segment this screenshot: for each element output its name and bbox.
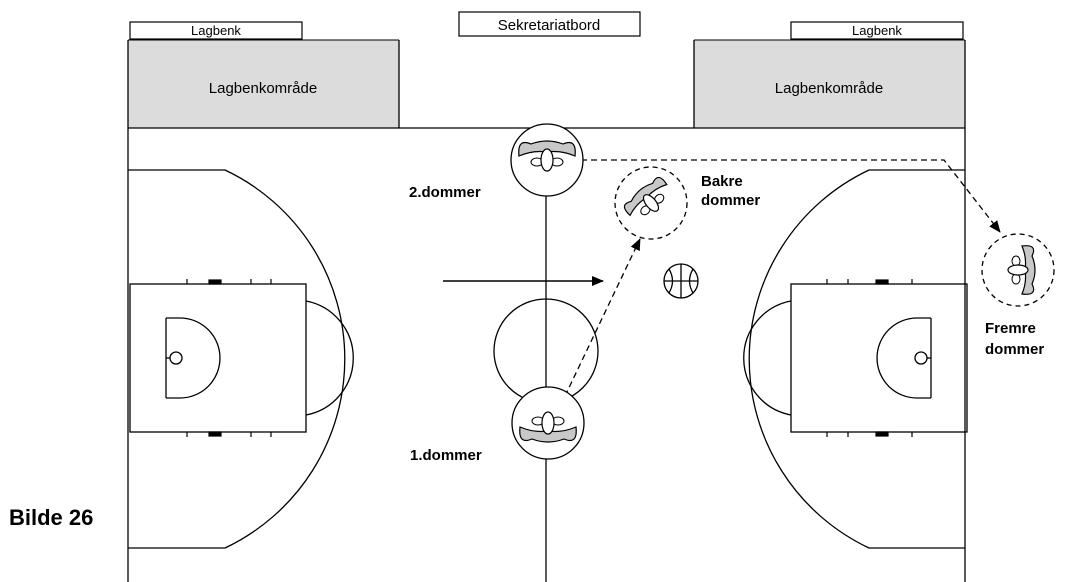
bench-box-right bbox=[790, 21, 964, 40]
bench-area-right bbox=[693, 39, 966, 128]
trail-referee-path bbox=[564, 238, 641, 397]
referee-2-icon bbox=[510, 123, 584, 197]
scorer-table-label: Sekretariatbord bbox=[498, 17, 601, 34]
bench-area-left-label: Lagbenkområde bbox=[209, 80, 317, 97]
bench-right-label: Lagbenk bbox=[852, 23, 902, 38]
scorer-table-box bbox=[458, 11, 641, 37]
lead-referee-label-1: Fremre bbox=[985, 320, 1036, 337]
lane-marks bbox=[186, 279, 913, 437]
trail-referee-label-2: dommer bbox=[701, 192, 760, 209]
trail-referee-label-1: Bakre bbox=[701, 173, 743, 190]
bench-box-left bbox=[129, 21, 303, 40]
lead-referee-icon bbox=[981, 233, 1055, 307]
bench-area-left bbox=[127, 39, 400, 128]
trail-referee-icon bbox=[614, 166, 688, 240]
referee-1-icon bbox=[511, 386, 585, 460]
referee-1-label: 1.dommer bbox=[410, 447, 482, 464]
bench-area-right-label: Lagbenkområde bbox=[775, 80, 883, 97]
basketball-icon bbox=[663, 263, 699, 299]
figure-title: Bilde 26 bbox=[9, 505, 93, 530]
bench-left-label: Lagbenk bbox=[191, 23, 241, 38]
lead-referee-label-2: dommer bbox=[985, 341, 1044, 358]
referee-2-label: 2.dommer bbox=[409, 184, 481, 201]
lead-referee-path bbox=[581, 159, 1001, 233]
